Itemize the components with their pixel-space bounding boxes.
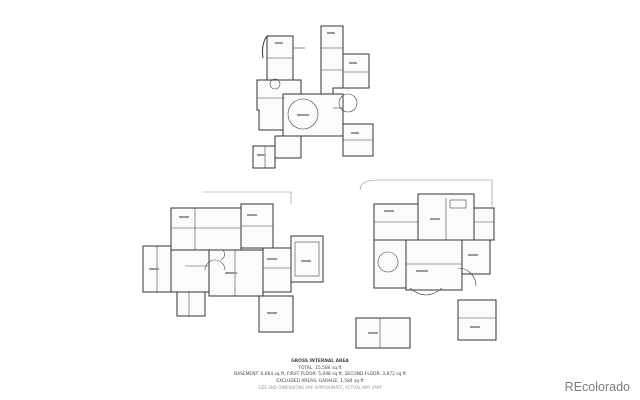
watermark-logo: REcolorado [564, 380, 630, 394]
area-heading: GROSS INTERNAL AREA [291, 359, 349, 364]
second-floor-drawing [252, 25, 374, 169]
first-floor-drawing [355, 179, 497, 349]
area-excluded: EXCLUDED AREAS: GARAGE: 1,584 sq ft [276, 378, 364, 384]
area-disclaimer: SIZE AND DIMENSIONS ARE APPROXIMATE, ACT… [258, 385, 382, 391]
basement-drawing [142, 191, 324, 333]
second-floor-plan [245, 18, 390, 178]
area-total: TOTAL: 15,584 sq ft [298, 365, 342, 371]
area-floors: BASEMENT: 6,664 sq ft, FIRST FLOOR: 5,04… [234, 372, 406, 378]
first-floor-plan [350, 178, 500, 358]
basement-plan [135, 188, 335, 338]
gross-area-summary: GROSS INTERNAL AREA TOTAL: 15,584 sq ft … [200, 359, 440, 392]
